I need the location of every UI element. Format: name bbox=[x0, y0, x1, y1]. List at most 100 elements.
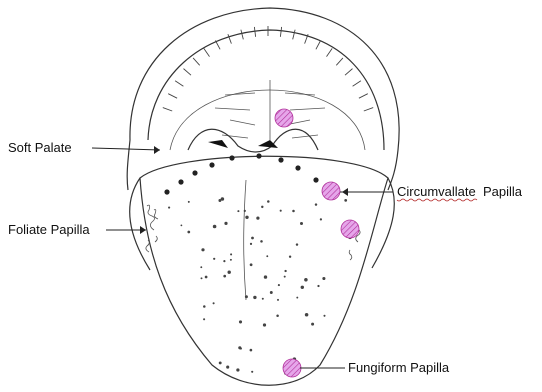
soft-palate-arrowhead bbox=[154, 146, 160, 154]
tooth-mark bbox=[184, 69, 192, 76]
tooth-mark bbox=[327, 48, 333, 56]
fungiform-dot bbox=[181, 225, 183, 227]
fungiform-dot bbox=[278, 284, 280, 286]
teeth-marks bbox=[163, 26, 373, 111]
circumvallate-papillae-row bbox=[164, 153, 318, 194]
fungiform-dot bbox=[322, 277, 325, 280]
fungiform-dot bbox=[237, 210, 239, 212]
fungiform-dot bbox=[261, 206, 263, 208]
fungiform-dot bbox=[213, 302, 215, 304]
fungiform-dot bbox=[245, 216, 248, 219]
fungiform-dot bbox=[201, 248, 204, 251]
fungiform-dot bbox=[226, 366, 229, 369]
spellcheck-underline bbox=[397, 199, 477, 201]
tooth-mark bbox=[175, 81, 183, 87]
papilla-dot bbox=[313, 177, 318, 182]
fungiform-papilla-label: Fungiform Papilla bbox=[348, 360, 450, 375]
fungiform-dot bbox=[224, 222, 227, 225]
soft-palate-leader-line bbox=[92, 148, 160, 150]
foliate-papilla-label: Foliate Papilla bbox=[8, 222, 90, 237]
tooth-mark bbox=[215, 41, 220, 50]
fungiform-dot bbox=[219, 361, 222, 364]
tooth-mark bbox=[293, 30, 295, 40]
fungiform-dot bbox=[245, 295, 248, 298]
circumvallate-papilla-label: Circumvallate Papilla bbox=[397, 184, 523, 199]
fungiform-dot bbox=[267, 200, 270, 203]
fungiform-dot bbox=[289, 256, 291, 258]
fungiform-dot bbox=[221, 197, 225, 201]
fungiform-dot bbox=[344, 199, 347, 202]
tooth-mark bbox=[353, 81, 361, 87]
papilla-dot bbox=[278, 157, 283, 162]
soft-palate-label: Soft Palate bbox=[8, 140, 72, 155]
fungiform-dot bbox=[213, 258, 215, 260]
tooth-mark bbox=[204, 48, 210, 56]
fungiform-dot bbox=[270, 291, 273, 294]
fungiform-dot bbox=[251, 237, 254, 240]
tooth-mark bbox=[241, 30, 243, 40]
palate-lines bbox=[170, 80, 365, 150]
label-group-fungiform: Fungiform Papilla bbox=[300, 360, 450, 375]
fungiform-dot bbox=[323, 315, 325, 317]
fungiform-dot bbox=[256, 216, 259, 219]
tongue-outline bbox=[130, 156, 395, 385]
highlight-circle-circumvallate bbox=[322, 182, 340, 200]
fungiform-dot bbox=[250, 243, 252, 245]
fungiform-dot bbox=[277, 299, 279, 301]
fungiform-dot bbox=[276, 314, 279, 317]
fungiform-dot bbox=[228, 271, 231, 274]
highlight-circle-foliate bbox=[341, 220, 359, 238]
fungiform-dot bbox=[230, 253, 232, 255]
papilla-dot bbox=[209, 162, 214, 167]
mouth-outline bbox=[127, 8, 399, 190]
highlight-circle-palate bbox=[275, 109, 293, 127]
tooth-mark bbox=[254, 27, 255, 37]
tooth-mark bbox=[168, 94, 177, 99]
fungiform-dot bbox=[280, 210, 282, 212]
label-group-circumvallate: Circumvallate Papilla bbox=[340, 184, 523, 201]
fungiform-dot bbox=[239, 320, 242, 323]
circumvallate-arrowhead bbox=[342, 188, 348, 196]
fungiform-dot bbox=[250, 349, 253, 352]
fungiform-dot bbox=[263, 323, 266, 326]
foliate-arrowhead bbox=[140, 226, 146, 234]
fungiform-dot bbox=[168, 207, 170, 209]
fungiform-dot bbox=[205, 276, 208, 279]
fungiform-dot bbox=[188, 201, 190, 203]
fungiform-dot bbox=[296, 297, 298, 299]
fungiform-dot bbox=[187, 231, 190, 234]
fungiform-dot bbox=[304, 278, 308, 282]
soft-palate-shape bbox=[188, 129, 318, 152]
fungiform-dot bbox=[284, 270, 286, 272]
fungiform-dot bbox=[223, 275, 226, 278]
fungiform-dot bbox=[203, 318, 205, 320]
papilla-dot bbox=[295, 165, 300, 170]
fungiform-dot bbox=[296, 243, 298, 245]
tooth-mark bbox=[316, 41, 321, 50]
tooth-mark bbox=[336, 58, 343, 65]
fungiform-dot bbox=[223, 260, 225, 262]
fungiform-dot bbox=[260, 240, 263, 243]
papilla-dot bbox=[229, 155, 234, 160]
fungiform-dot bbox=[251, 371, 253, 373]
fungiform-dot bbox=[305, 313, 309, 317]
fungiform-dot bbox=[253, 296, 256, 299]
tooth-mark bbox=[280, 27, 281, 37]
fungiform-dot bbox=[250, 263, 253, 266]
fungiform-papillae-dots bbox=[168, 197, 352, 374]
fungiform-dot bbox=[230, 259, 232, 261]
papilla-dot bbox=[178, 179, 183, 184]
fungiform-dot bbox=[292, 210, 295, 213]
fungiform-dot bbox=[284, 276, 286, 278]
fungiform-dot bbox=[320, 218, 322, 220]
fungiform-dot bbox=[236, 368, 239, 371]
fungiform-dot bbox=[201, 277, 203, 279]
fungiform-dot bbox=[300, 222, 303, 225]
fungiform-dot bbox=[213, 225, 217, 229]
fungiform-dot bbox=[200, 266, 202, 268]
label-group-foliate: Foliate Papilla bbox=[8, 222, 146, 237]
fungiform-dot bbox=[203, 305, 206, 308]
fungiform-dot bbox=[244, 210, 246, 212]
tooth-mark bbox=[163, 108, 172, 111]
